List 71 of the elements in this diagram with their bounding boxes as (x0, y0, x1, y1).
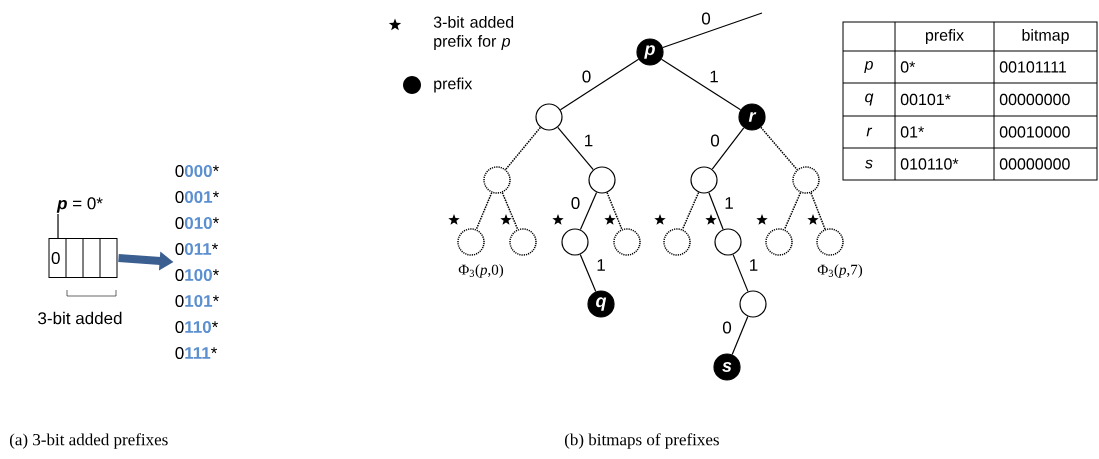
trie-node (561, 228, 589, 256)
trie-edge (731, 315, 749, 356)
trie-edge (559, 58, 640, 111)
edge-label: 0 (580, 69, 593, 84)
table-cell: 00000000 (999, 158, 1070, 170)
dotted-circle (483, 166, 511, 194)
trie-edge (662, 12, 763, 49)
trie-edge (711, 127, 745, 170)
trie-edge (732, 254, 749, 292)
table-cell: r (866, 127, 873, 137)
legend-label: 3-bit added prefix for p (433, 16, 514, 50)
trie-edge (579, 191, 598, 231)
dotted-circle (457, 228, 485, 256)
table-cell: q (865, 93, 874, 106)
table-cell: 01* (900, 126, 924, 138)
trie-edge (681, 191, 700, 231)
prefix-node: s (713, 353, 741, 381)
trie-edge (760, 126, 798, 171)
trie-node (714, 228, 742, 256)
trie-edge (708, 192, 724, 230)
prefix-list: 0000* 0001* 0010* 0011* 0100* 0101* 0110* 0111* (175, 165, 219, 360)
table-cell: s (865, 159, 873, 169)
dotted-circle (765, 228, 793, 256)
edge-label: 0 (709, 133, 721, 148)
bracket-label: 3-bit added (38, 311, 122, 325)
value-label: p = 0* (56, 197, 103, 213)
edge-label: 0 (721, 320, 733, 335)
edge-label: 1 (595, 258, 607, 272)
table-cell: 00010000 (999, 126, 1070, 138)
prefix-node: p (636, 38, 664, 66)
trie-node (690, 166, 718, 194)
trie-edge (810, 192, 826, 230)
leader-line (57, 213, 59, 239)
prefix-node: r (738, 103, 766, 131)
trie-edge (557, 126, 594, 171)
dotted-circle (509, 228, 537, 256)
table-cell: p (864, 61, 873, 73)
node-caption: Φ$_{3}$(p,0) (458, 264, 504, 278)
table-cell: 00000000 (999, 93, 1070, 106)
trie-edge (606, 191, 623, 230)
caption: (a) 3-bit added prefixes (9, 433, 168, 449)
trie-edge (783, 191, 802, 231)
trie-node (535, 103, 563, 131)
trie-node (739, 290, 767, 318)
trie-edge (579, 253, 597, 293)
trie-node (588, 166, 616, 194)
edge-label: 1 (747, 258, 760, 272)
table-cell: 0* (900, 61, 916, 73)
bit-cells: 0 (48, 238, 118, 278)
caption: (b) bitmaps of prefixes (564, 433, 719, 449)
table-header: bitmap (1022, 29, 1069, 44)
edge-label: 1 (708, 69, 720, 84)
table-cell: 00101* (900, 93, 951, 106)
edge-label: 0 (700, 11, 712, 26)
dotted-circle (613, 228, 641, 256)
trie-edge (475, 191, 493, 231)
trie-edge (505, 126, 542, 171)
dotted-circle (792, 166, 820, 194)
prefix-node: q (587, 290, 615, 318)
table-cell: 010110* (900, 158, 959, 170)
legend-label: prefix (434, 77, 473, 93)
edge-label: 1 (723, 196, 735, 210)
dotted-circle (816, 228, 844, 256)
edge-label: 1 (582, 133, 595, 148)
table-cell: 00101111 (999, 61, 1067, 73)
node-caption: Φ$_{3}$(p,7) (817, 264, 863, 278)
edge-label: 0 (569, 196, 582, 210)
table-header: prefix (926, 29, 964, 44)
dotted-circle (663, 228, 691, 256)
trie-edge (501, 191, 519, 231)
trie-edge (660, 58, 742, 111)
